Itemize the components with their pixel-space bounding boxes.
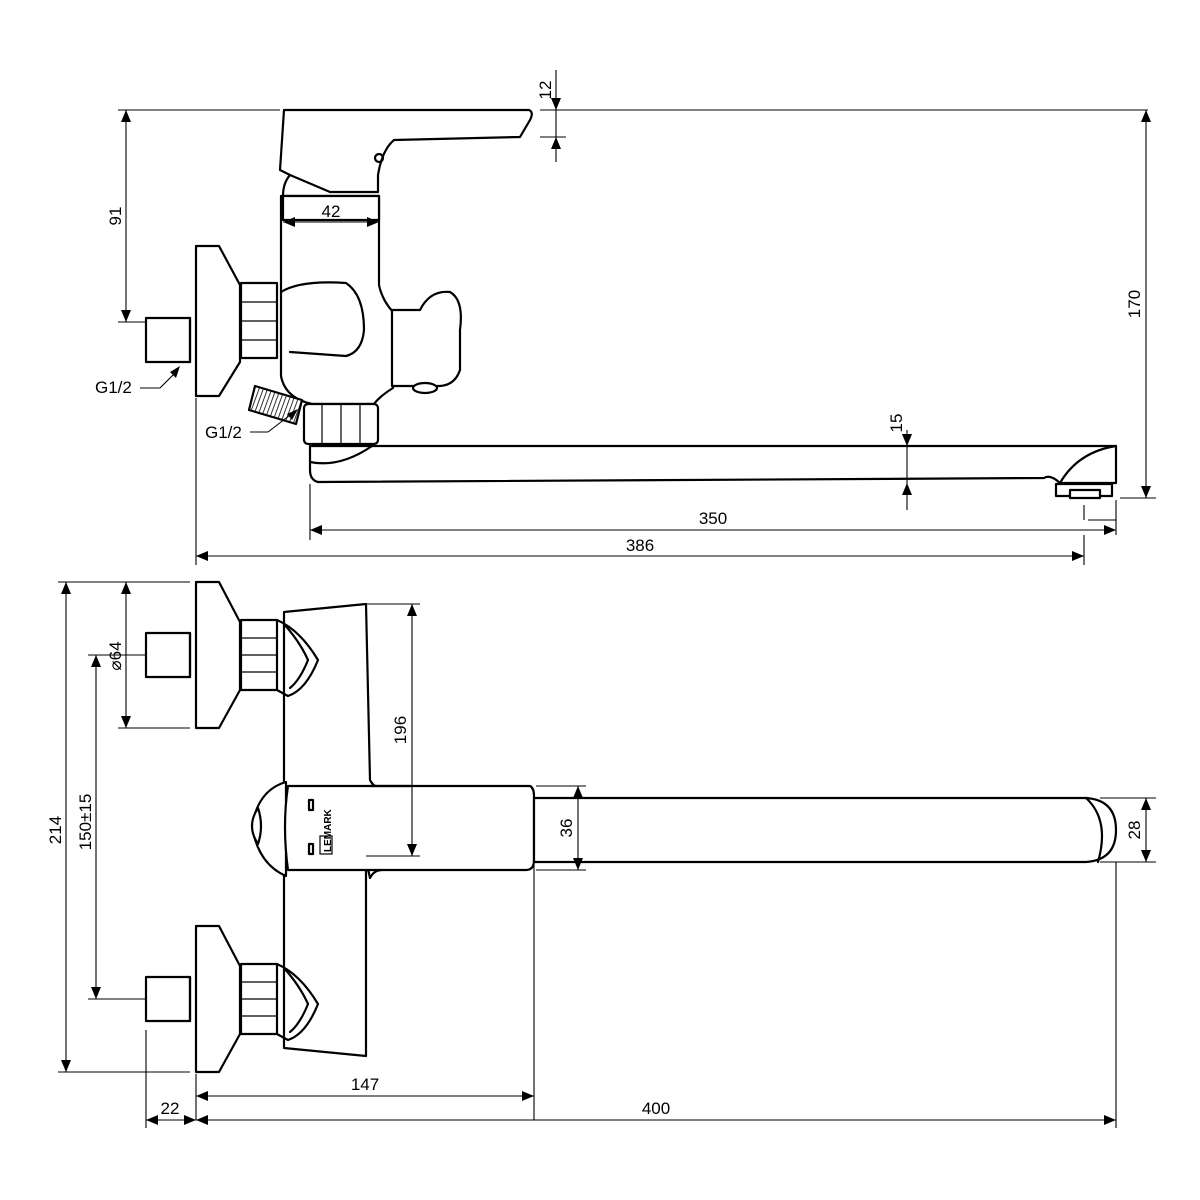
dim-handle-offset: 147 <box>351 1075 379 1094</box>
brand-logo: LEMARK <box>319 808 334 855</box>
spout-front <box>532 796 1118 864</box>
dim-front-total-height: 214 <box>46 816 65 844</box>
bottom-inlet-pipe <box>144 975 192 1023</box>
dim-spout-reach: 350 <box>699 509 727 528</box>
label-outlet-thread: G1/2 <box>205 423 242 442</box>
side-view: 12 42 91 170 15 350 <box>95 70 1156 565</box>
brand-logo-text: LEMARK <box>323 808 334 852</box>
dim-spout-length: 400 <box>642 1099 670 1118</box>
top-inlet-pipe <box>144 631 192 679</box>
dim-inlet-spacing: 150±15 <box>76 794 95 851</box>
bottom-wall-flange <box>194 924 242 1074</box>
front-view: LEMARK 196 ⌀64 214 150±15 <box>46 580 1156 1128</box>
cartridge-collar <box>281 194 381 222</box>
mixer-body <box>279 194 395 406</box>
wall-flange <box>194 244 242 398</box>
dim-flange-diameter: ⌀64 <box>106 641 125 670</box>
spout-side <box>308 444 1118 485</box>
dim-lever-offset: 12 <box>536 81 555 100</box>
body-curve <box>279 281 366 358</box>
dim-total-height: 170 <box>1125 290 1144 318</box>
label-inlet-thread: G1/2 <box>95 378 132 397</box>
side-knob <box>390 290 462 388</box>
dim-body-width: 42 <box>322 202 341 221</box>
dim-inlet-offset: 22 <box>161 1099 180 1118</box>
dim-spout-thickness: 15 <box>887 414 906 433</box>
front-lever <box>283 784 536 872</box>
dim-total-depth: 386 <box>626 536 654 555</box>
inlet-pipe <box>144 316 192 364</box>
dim-inlet-height: 91 <box>106 207 125 226</box>
top-wall-flange <box>194 580 242 730</box>
lever-handle <box>278 108 533 194</box>
dim-spout-width: 28 <box>1125 821 1144 840</box>
dim-lever-width: 36 <box>557 819 576 838</box>
dim-body-height: 196 <box>391 716 410 744</box>
